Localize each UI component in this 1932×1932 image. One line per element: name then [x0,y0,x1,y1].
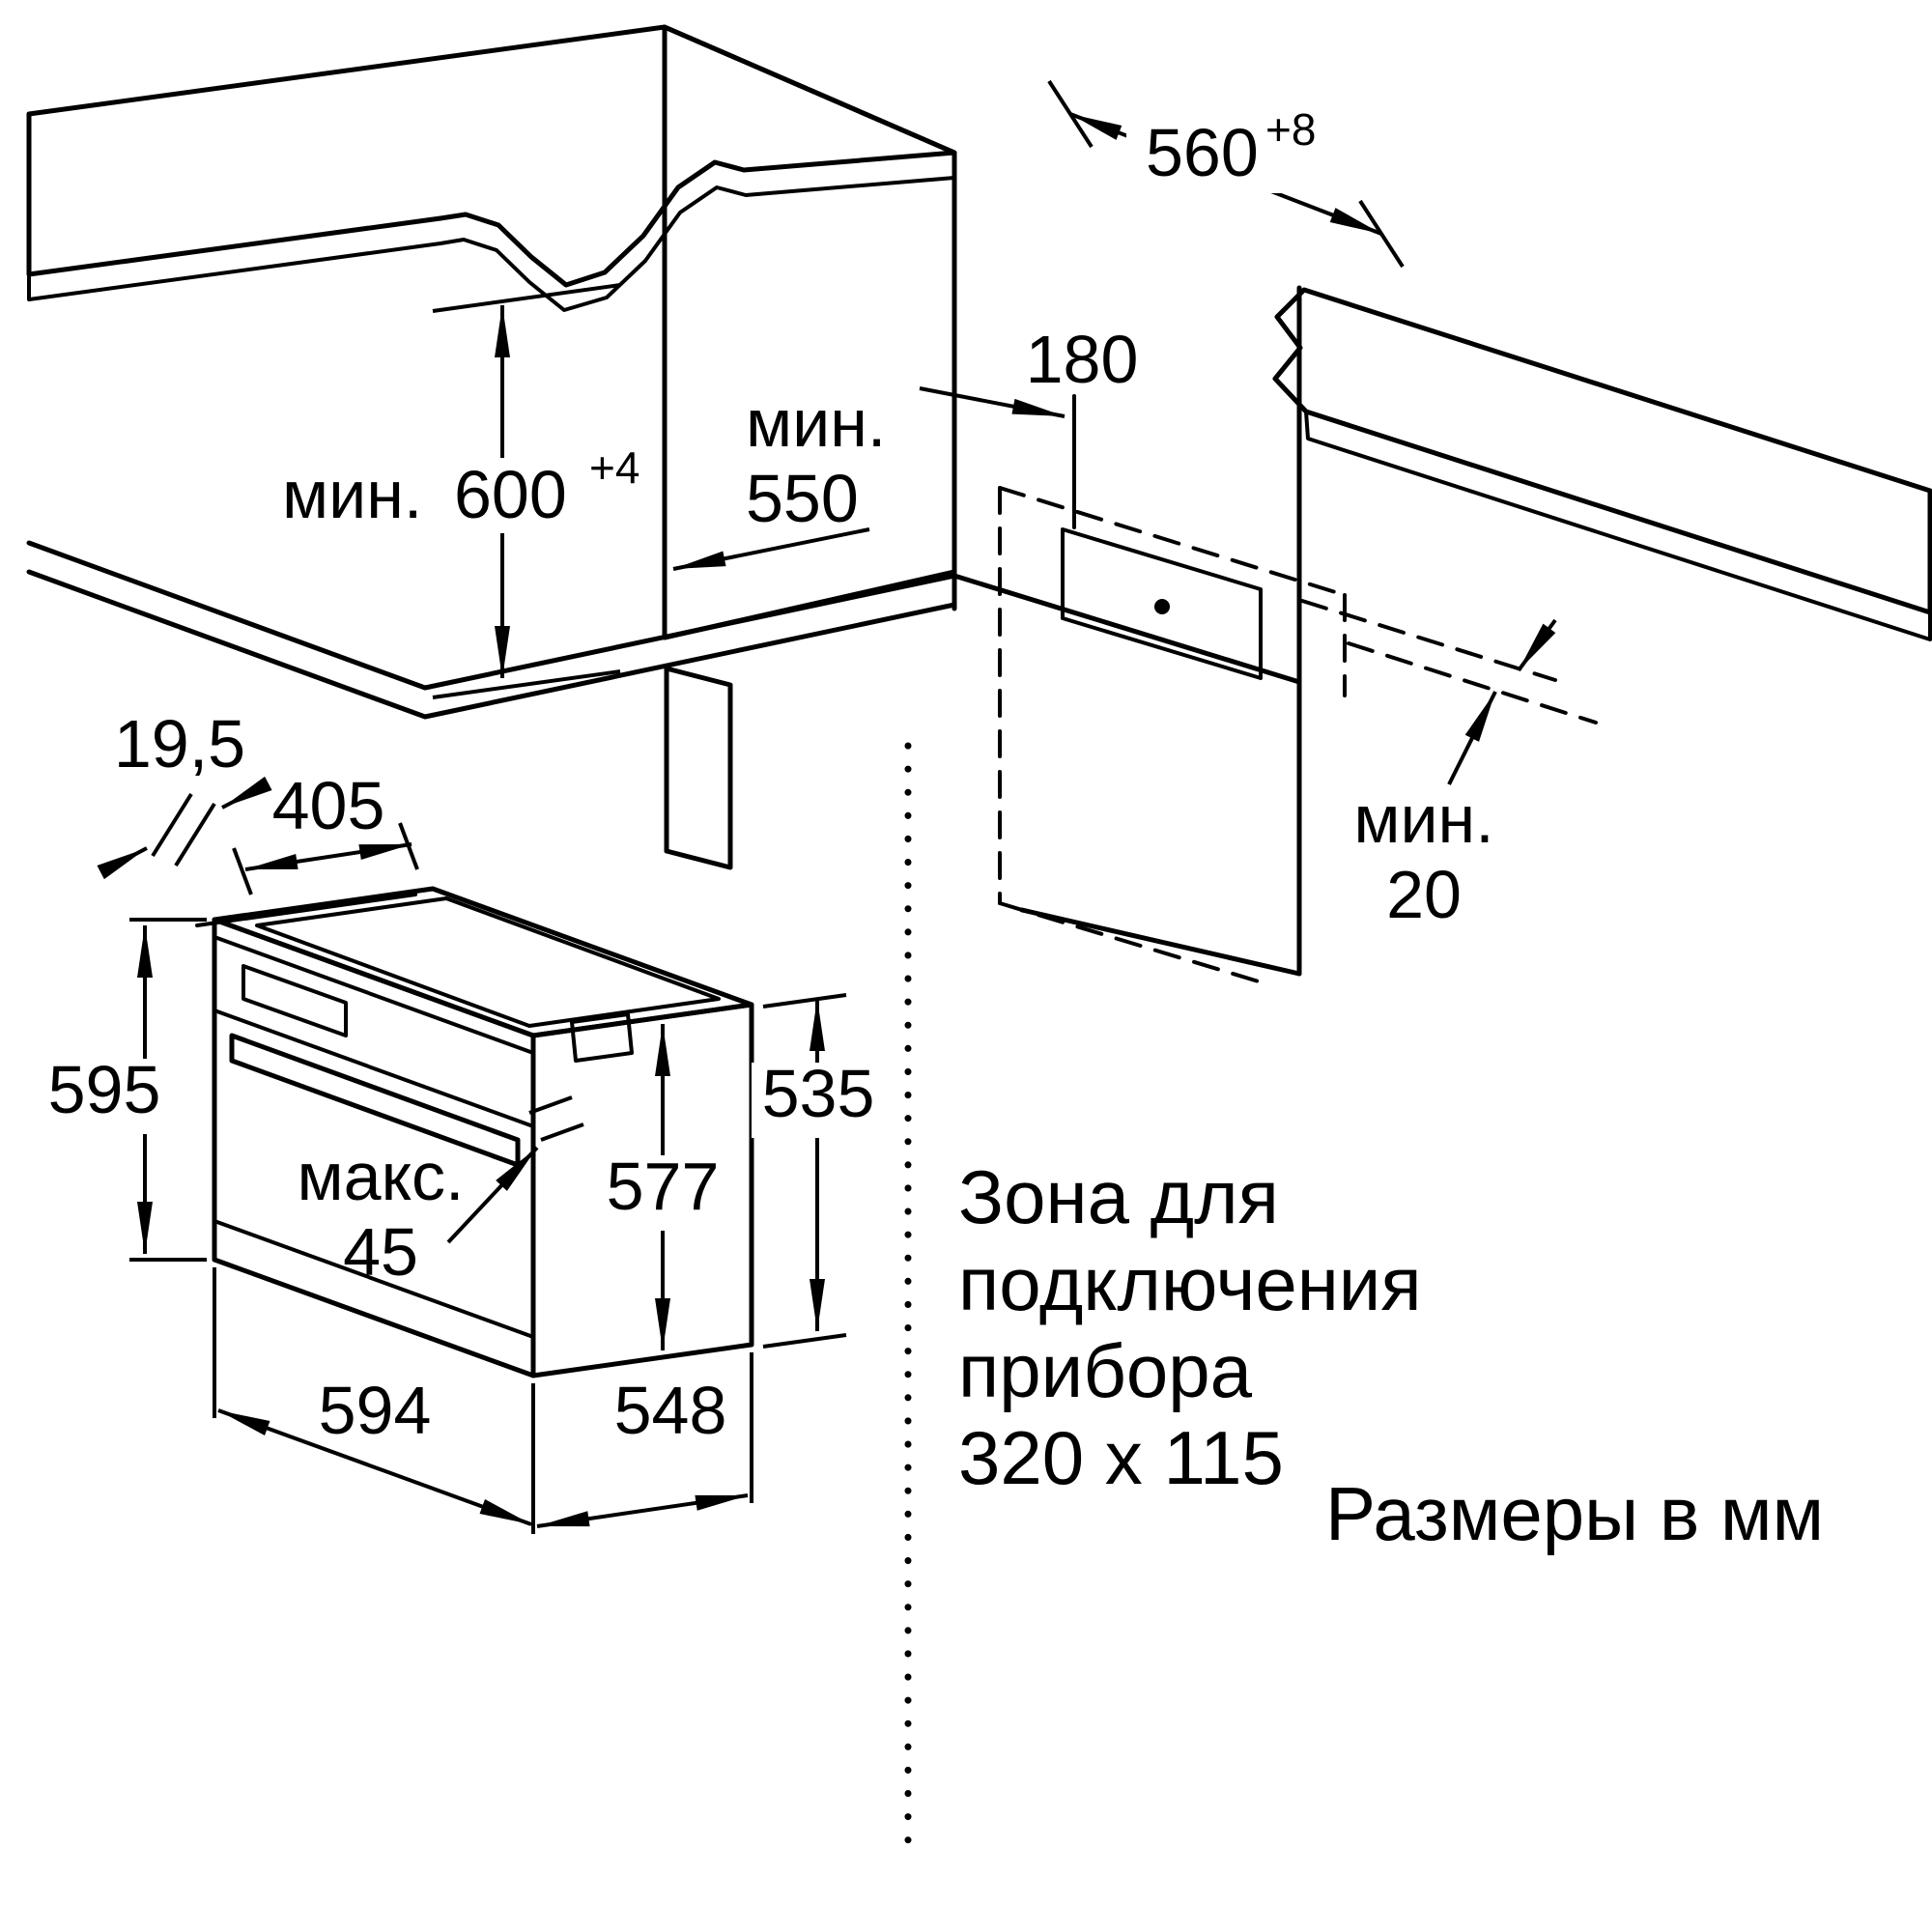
dim-handle-max-value: 45 [343,1214,418,1290]
extension-line [174,802,216,867]
dim-niche-width-tolerance: +8 [1265,104,1316,155]
niche-floor-bottom-edge [26,569,957,720]
leader-arrow [446,1146,539,1244]
connection-zone-note: Зона для подключения прибора 320 x 115 [958,1154,1422,1500]
extension-line [540,1122,584,1142]
right-worktop [1272,287,1932,641]
dim-oven-width-value: 594 [319,1373,432,1448]
dim-niche-depth-value: 550 [746,461,859,536]
oven-door-bottom-line [213,1219,535,1339]
left-niche [26,540,957,870]
zone-note-line1: Зона для [958,1154,1279,1239]
dim-handle-max: макс. 45 [298,1095,584,1290]
zone-note-size: 320 x 115 [958,1415,1284,1500]
leader-arrow [919,386,1065,418]
dim-niche-width-value: 560 [1146,115,1259,190]
dim-body-height-value: 577 [607,1149,720,1224]
dim-handle-max-prefix: макс. [298,1139,465,1214]
hidden-back-floor-edge [998,486,1347,597]
dim-rear-height-value: 535 [762,1056,875,1131]
dim-body-height: 577 [597,1024,730,1350]
oven-front-frame-edge [195,893,417,927]
cabinet-side-face [662,24,957,640]
dim-top-depth-value: 405 [272,768,385,843]
units-note: Размеры в мм [1325,1471,1824,1556]
hidden-wall-edge [1347,641,1598,724]
niche-floor-front-edge [26,540,957,691]
oven-front-face [212,917,536,1378]
dim-oven-depth: 548 [536,1352,753,1528]
dim-oven-height-value: 595 [48,1052,161,1127]
dim-rear-height: 535 [752,993,887,1349]
right-worktop-front-edge [1304,410,1932,641]
right-wall-bottom-edge [1019,907,1302,977]
extension-line [762,1333,847,1349]
oven-display [242,964,348,1037]
dim-oven-width: 594 [213,1267,535,1534]
label-mask [43,1059,168,1134]
leader-arrow [221,776,272,810]
dimension-line [217,1408,532,1526]
leader-arrow [1517,618,1557,672]
zone-note-line2: подключения [958,1241,1422,1326]
extension-line [232,847,253,895]
oven-top-inset [255,896,721,1028]
dim-conn-offset: 180 [919,322,1139,418]
hidden-bottom-back-edge [998,901,1273,987]
dim-conn-offset-value: 180 [1026,322,1139,397]
leader-arrow [1447,691,1497,785]
dim-niche-height: мин. 600 +4 [274,283,653,699]
label-mask [597,1155,730,1231]
left-worktop-surface [26,24,957,288]
label-mask [274,458,653,533]
cabinet-column [662,24,957,640]
cabinet-foot [664,666,733,870]
extension-line [151,792,193,858]
dim-niche-height-prefix: мин. [282,457,422,532]
dim-rear-gap-value: 20 [1386,857,1462,932]
label-mask [1126,104,1341,193]
connection-point-dot [1154,599,1170,614]
left-worktop-front-edge [27,151,956,312]
dim-niche-depth-prefix: мин. [746,385,886,461]
label-mask [752,1063,887,1138]
oven-panel-bottom-line [213,1009,535,1128]
dim-rear-gap: мин. 20 [1353,618,1557,932]
left-worktop [26,24,957,312]
oven-side-grip [570,1012,634,1063]
dimension-line [536,1493,749,1528]
dim-frame-overhang: 19,5 [97,706,272,880]
connection-zone-hatch [1061,527,1263,680]
dim-niche-depth: мин. 550 [672,385,886,571]
extension-line [528,1095,573,1115]
hidden-worktop-edge [1300,599,1557,682]
dim-top-depth: 405 [232,768,419,895]
extension-line [432,669,621,699]
right-niche-floor-edge [952,573,1302,685]
dim-oven-height: 595 [43,918,207,1262]
extension-line [432,283,621,313]
dim-rear-gap-prefix: мин. [1353,781,1493,857]
right-niche [952,285,1598,987]
dim-niche-width: 560 +8 [1047,79,1405,269]
oven [195,886,754,1378]
zone-note-line3: прибора [958,1328,1253,1413]
right-worktop-surface [1272,287,1932,615]
dimension-line [244,842,412,871]
dim-niche-height-tolerance: +4 [589,442,639,493]
extension-line [762,993,847,1009]
dim-oven-depth-value: 548 [614,1373,727,1448]
leader-arrow [97,846,148,880]
dim-niche-height-value: 600 [454,457,567,532]
dim-frame-overhang-value: 19,5 [114,706,245,781]
leader-arrow [672,527,870,571]
oven-panel-top-line [213,935,535,1055]
